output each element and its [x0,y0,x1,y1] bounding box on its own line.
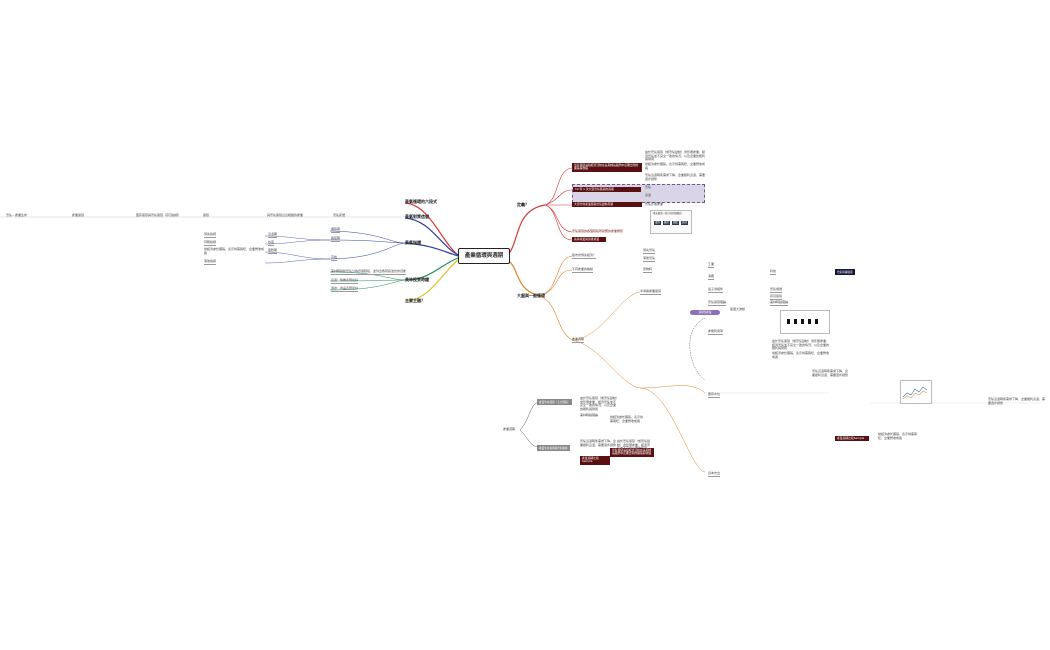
market-small-1: 電子零組件 [708,287,724,293]
branch-definition[interactable]: 定義？ [517,202,529,207]
market-small-4: 景氣循環理論 [708,300,727,306]
branch-left-d[interactable]: 美林投資時鐘 [405,277,429,282]
left-c-item-1: 美林時鐘將景氣分為四個階段，並列出各階段適合的資產 [331,269,407,275]
definition-note-1: 由於景氣循環（或景氣變動）會影響產業，經濟景氣並不完全一致的情況，以及企業的獲利… [645,150,706,162]
line-chart-thumbnail [900,380,932,404]
bottom-grey-2[interactable]: 產業生命週期與景氣關係 [537,445,570,451]
left-c-item-2: 衰退：債券表現最好 [331,278,359,284]
cyclical-industry-pill[interactable]: 週期性產業 [690,310,720,315]
cycle-step-3: 趨緩 [672,221,679,225]
right-para-1: 由於景氣循環（或景氣變動）會影響產業，經濟景氣並不完全一致的情況，以及企業的獲利… [772,339,830,351]
left-a-item-1: 擴張期 [331,227,341,233]
market-small-6: 產能利用率 [708,329,724,335]
definition-red-box[interactable]: 景氣循環是指經濟活動在長期成長趨勢中反覆出現的擴張與收縮 [572,163,642,172]
definition-dark-2[interactable]: 大部分的產業都與景氣變動有關 [572,202,642,208]
market-tech-cycle: 半導體產業循環 [640,289,662,295]
right-para-3: 景氣衰退時則需求下降，企業獲利衰退，需要逐步調整 [812,369,849,377]
branch-left-e[interactable]: 主要主題？ [405,298,425,303]
left-a-item-5: 復甦期 [268,248,278,254]
definition-note-3: 景氣衰退時則需求下降，企業獲利衰退，需要逐步調整 [645,173,706,181]
market-phase-sub-4: 科技 [770,269,777,275]
stock-chart-thumbnail [780,310,830,334]
cyclical-industry-note: 股價大波動 [730,307,746,311]
definition-dark-3-note[interactable]: 先導產業與落後產業 [572,237,606,243]
market-small-8: 資本支出 [708,471,721,477]
far-chain-3: 循環 [203,213,210,217]
definition-dark-2-note: 景氣影響產業 [645,202,664,206]
bottom-small-label: 美林時鐘理論 [580,413,599,417]
cycle-purple-row-2: 衰退 [645,193,652,197]
branch-left-b[interactable]: 景氣對策信號 [405,214,429,219]
market-bottom-right-note: 當經濟處於擴張，表示供需兩旺，企業營收成長 [878,432,918,440]
left-a-item-6: 高峰 [331,255,338,261]
left-b-item-1: 領先指標 [204,232,217,238]
branch-left-a[interactable]: 景氣循環的六段式 [405,199,437,204]
bottom-grey-1[interactable]: 產業生命週期（五大階段） [537,399,573,405]
bottom-dark-box[interactable]: 產業週期比較Sample [580,456,610,465]
cycle-diagram-thumbnail: 景氣循環一般分為四個階段 復甦 擴張 趨緩 衰退 [650,210,692,234]
cycle-step-1: 復甦 [654,221,661,225]
bottom-dark-box-note[interactable]: 景氣循環是指經濟活動在長期成長趨勢中反覆出現的擴張與收縮 [610,448,654,457]
central-topic[interactable]: 產業循環與週期 [458,248,510,264]
left-b-note: 當經濟處於擴張，表示供需兩旺，企業營收成長 [204,247,265,255]
bottom-grey-2-note: 景氣衰退時則需求下降，企業獲利衰退，需要逐步調整 [580,439,617,447]
cycle-step-2: 擴張 [663,221,670,225]
left-b-item-2: 同時指標 [204,240,217,246]
market-phase-sub-3: 消費 [708,274,715,280]
right-far-text: 景氣衰退時則需求下降，企業獲利衰退，需要逐步調整 [988,397,1046,405]
cycle-purple-row-1: 景氣 [645,185,652,189]
far-chain-4: 與景氣循環息息相關的產業 [267,213,304,217]
left-a-item-3: 衰退期 [268,232,278,238]
left-c-item-3: 過熱：商品表現最好 [331,286,359,292]
market-q1-sub-2: 落後景氣 [643,256,656,262]
branch-market-cycle[interactable]: 大盤與一般循環 [517,293,545,298]
bottom-grey-1-note: 由於景氣循環（或景氣變動）會影響產業，經濟景氣並不完全一致的情況，以及企業的獲利… [580,396,618,411]
left-a-item-2: 趨緩期 [331,236,341,242]
market-phase-title: 不同產業的輪動 [572,267,594,273]
market-phase-sub-2: 工業 [708,262,715,268]
left-b-item-3: 落後指標 [204,259,217,265]
cycle-purple-title[interactable]: 10 年 1 次大型景氣循環的週期 [573,187,641,193]
definition-note-2: 當經濟處於擴張，表示供需兩旺，企業營收成長 [645,162,706,170]
far-chain-2: 庫存循環與景氣循環（存貨指標） [136,213,182,217]
market-small-5: 美林時鐘理論 [770,300,789,306]
market-q1-sub-1: 領先景氣 [643,248,656,254]
far-chain-5: 景氣訊號 [333,213,346,217]
left-a-item-4: 谷底 [268,240,275,246]
market-small-2: 景氣燈號 [770,287,783,293]
market-navy-note[interactable]: 景氣時鐘循環 [835,269,855,275]
line-chart-sketch [902,386,928,400]
market-bottom-dark-right[interactable]: 產業週期比較Sample [835,436,869,442]
bottom-small-label-note: 當經濟處於擴張，表示供需兩旺，企業營收成長 [610,415,644,423]
far-left-label: 景氣－產業生命 [6,213,28,217]
market-small-7: 庫存水位 [708,392,721,398]
market-q1: 股市會領先經濟？ [572,253,597,259]
definition-red-text-3: 景氣循環的各個階段所對應的產業類別 [572,229,624,233]
cycle-diagram-title: 景氣循環一般分為四個階段 [653,212,682,215]
cycle-step-4: 衰退 [681,221,688,225]
bottom-left-root: 產業週期 [503,427,516,431]
market-small-3: 存貨循環 [770,294,783,300]
far-chain-1: 產業循環 [72,213,85,217]
market-bottom-section: 產業週期 [572,337,585,343]
branch-left-c[interactable]: 景氣指標 [405,240,421,245]
right-para-2: 當經濟處於擴張，表示供需兩旺，企業營收成長 [772,351,830,359]
market-phase-sub-1: 原物料 [643,267,653,273]
